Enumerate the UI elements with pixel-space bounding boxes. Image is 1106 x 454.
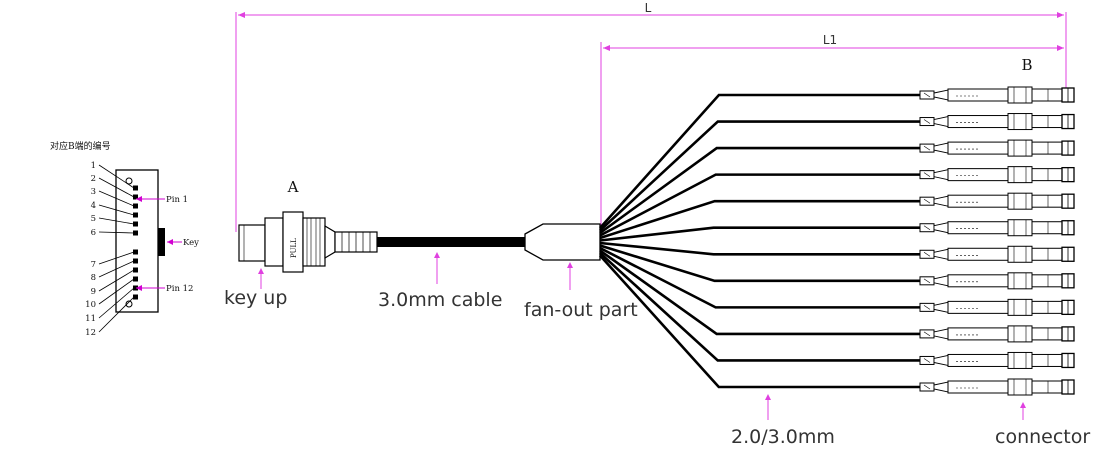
fanout-fiber — [599, 146, 920, 235]
connector-B — [919, 325, 1075, 343]
connector-B — [919, 192, 1075, 210]
fanout-fiber — [599, 93, 920, 229]
connector-B — [919, 351, 1075, 369]
connector-B — [919, 139, 1075, 157]
end-B-label: B — [1021, 56, 1032, 74]
pin-number: 3 — [91, 187, 96, 197]
dimension-L-label: L — [645, 1, 652, 15]
connector-B — [919, 166, 1075, 184]
connector-A: A PULL — [238, 178, 378, 273]
fanout-fiber — [599, 244, 920, 283]
connector-label: connector — [995, 426, 1090, 448]
pin-number: 5 — [91, 214, 96, 224]
fanout-label: fan-out part — [524, 299, 638, 321]
connector-B — [919, 272, 1075, 290]
mpo-face — [115, 169, 159, 313]
connector-B — [919, 86, 1075, 104]
pull-label: PULL — [290, 238, 298, 258]
cable-label: 3.0mm cable — [378, 289, 502, 311]
end-A-label: A — [287, 178, 299, 196]
pin-number: 11 — [85, 314, 96, 324]
fanout-body — [524, 223, 601, 261]
pin1-label: Pin 1 — [166, 195, 188, 205]
connector-B — [919, 113, 1075, 131]
connector-B — [919, 219, 1075, 237]
pin-number: 1 — [91, 161, 96, 171]
dimension-L: L — [235, 1, 1067, 232]
dimension-L1: L1 — [600, 33, 1064, 225]
pin-number: 10 — [85, 300, 96, 310]
pinout-title: 对应B端的编号 — [50, 140, 111, 152]
key-tab — [158, 228, 165, 256]
fanout-fiber — [599, 254, 920, 389]
fanout-fiber — [599, 252, 920, 362]
pin12-label: Pin 12 — [166, 284, 193, 294]
fanout-fibers — [599, 93, 920, 389]
pin-number: 6 — [91, 228, 96, 238]
connector-B — [919, 378, 1075, 396]
pin-number: 8 — [91, 273, 96, 283]
pin-number: 4 — [91, 201, 96, 211]
connector-B-array — [919, 86, 1075, 396]
pin-number: 7 — [91, 260, 96, 270]
dimension-L1-label: L1 — [823, 33, 837, 47]
key-up-label: key up — [224, 287, 287, 309]
fanout-fiber — [599, 120, 920, 232]
fanout-fiber — [599, 249, 920, 336]
fanout-fiber — [599, 246, 920, 309]
callout-arrows — [258, 252, 1026, 420]
fanout-fiber — [599, 173, 920, 237]
tube-label: 2.0/3.0mm — [731, 426, 835, 448]
connector-B — [919, 245, 1075, 263]
pin-number: 9 — [91, 287, 96, 297]
fanout-fiber — [599, 226, 920, 242]
main-cable — [377, 237, 525, 247]
pin-number: 2 — [91, 174, 96, 184]
pin-dots — [133, 185, 138, 300]
pin-number: 12 — [85, 328, 96, 338]
key-label: Key — [183, 238, 199, 248]
pin-leaders — [98, 164, 135, 333]
fanout-fiber — [599, 241, 920, 256]
fanout-fiber — [599, 199, 920, 240]
connector-B — [919, 298, 1075, 316]
